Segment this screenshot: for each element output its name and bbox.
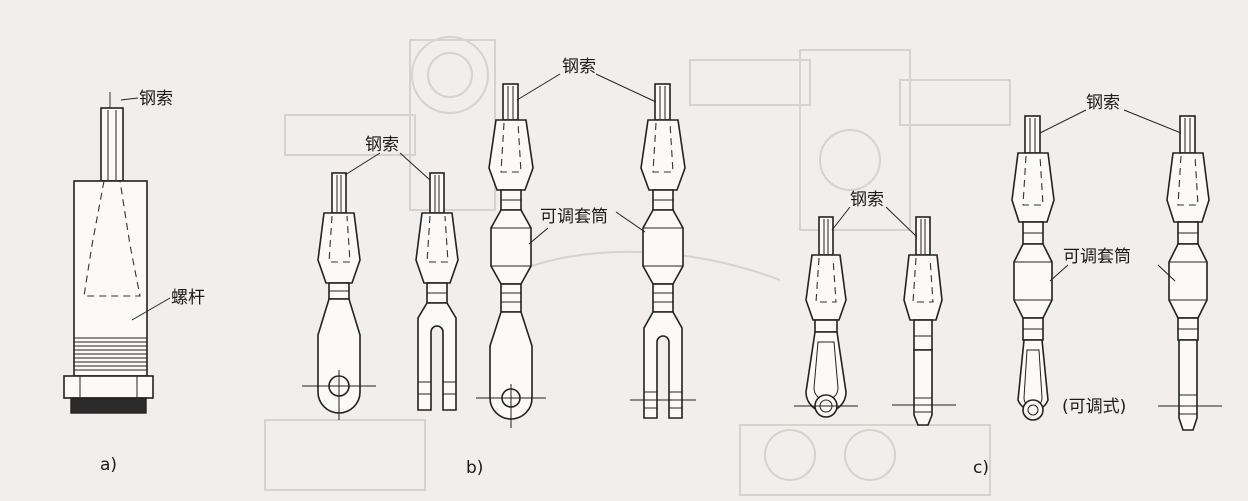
- c1-eye-terminal: [794, 216, 858, 418]
- b1-socket: [317, 212, 361, 284]
- label-sleeve-c: 可调套筒: [1063, 247, 1131, 267]
- leader-sleeve-c-1: [1049, 264, 1069, 282]
- b4-socket: [640, 119, 686, 191]
- leader-cable-c-3: [1039, 109, 1087, 134]
- caption-a: a): [100, 455, 117, 475]
- leader-sleeve-b-2: [615, 211, 646, 233]
- leader-sleeve-c-2: [1157, 264, 1176, 282]
- c1-socket: [805, 254, 847, 321]
- c2-pin-terminal: [892, 216, 956, 426]
- b3-socket: [488, 119, 534, 191]
- c3-socket: [1011, 152, 1055, 223]
- leader-cable-c-1: [831, 206, 851, 231]
- c3-sleeve: [1013, 243, 1053, 319]
- label-screw: 螺杆: [171, 288, 205, 308]
- b4-sleeve: [642, 209, 684, 285]
- bleed-through-background: [264, 36, 1011, 496]
- figure-b-terminals: 钢索: [302, 57, 696, 478]
- b2-fork: [417, 302, 457, 411]
- leader-cable-c-4: [1123, 109, 1182, 134]
- nut: [63, 375, 154, 399]
- b1-eye-terminal: [302, 172, 376, 420]
- label-cable-a: 钢索: [139, 89, 173, 109]
- label-cable-b: 钢索: [365, 135, 399, 155]
- b3-sleeve: [490, 209, 532, 285]
- leader-cable-a: [120, 97, 139, 101]
- c4-socket: [1166, 152, 1210, 223]
- leader-cable-b-4: [595, 73, 657, 103]
- c3-pin-ring: [1022, 399, 1044, 421]
- caption-b: b): [466, 458, 483, 478]
- c4-adjustable-pin-terminal: [1158, 115, 1222, 431]
- label-sleeve-b: 可调套筒: [540, 207, 608, 227]
- hidden-cone: [83, 180, 141, 297]
- leader-cable-b-2: [399, 152, 431, 181]
- b4-fork: [643, 311, 683, 419]
- c4-pin: [1178, 339, 1198, 431]
- leader-screw: [131, 297, 171, 321]
- thread-lines: [74, 337, 147, 371]
- b2-socket: [415, 212, 459, 284]
- label-cable-c-small: 钢索: [850, 190, 884, 210]
- screw-rod-body: [73, 180, 148, 377]
- figure-c-terminals: 钢索: [794, 93, 1222, 478]
- b3-adjustable-eye-terminal: [476, 83, 546, 428]
- label-adjustable: (可调式): [1062, 397, 1126, 417]
- leader-cable-b-3: [516, 73, 561, 101]
- label-cable-c: 钢索: [1086, 93, 1120, 113]
- figure-a-screw-terminal: 钢索 螺杆 a): [63, 89, 205, 475]
- leader-cable-b-1: [344, 152, 381, 176]
- b2-fork-terminal: [415, 172, 459, 411]
- c2-pin: [913, 349, 933, 426]
- c2-socket: [903, 254, 943, 321]
- b3-eye: [489, 311, 533, 420]
- b4-adjustable-fork-terminal: [630, 83, 696, 419]
- label-cable-b-top: 钢索: [562, 57, 596, 77]
- caption-c: c): [973, 458, 989, 478]
- c3-adjustable-eye-terminal: [1011, 115, 1055, 421]
- leader-cable-c-2: [885, 206, 918, 238]
- leader-sleeve-b-1: [528, 227, 549, 245]
- washer: [70, 397, 147, 414]
- cable-wire: [100, 107, 124, 182]
